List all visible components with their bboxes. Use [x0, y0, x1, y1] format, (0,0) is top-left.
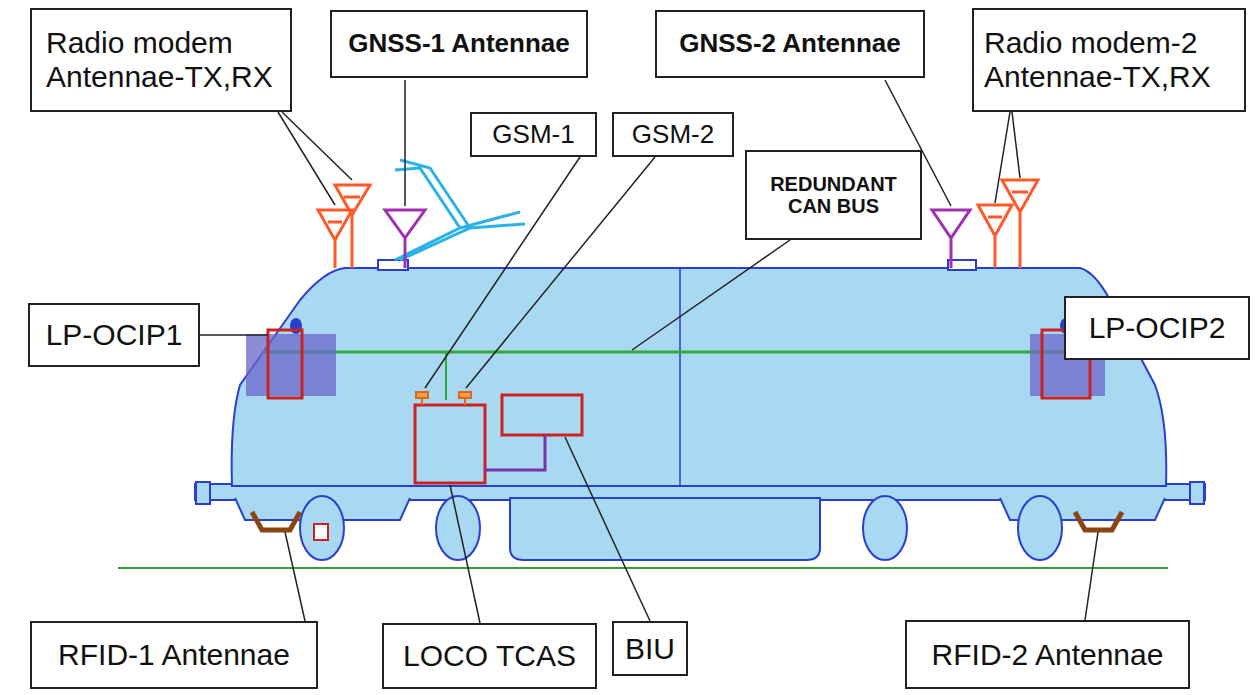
callout-box: Radio modem-2 Antennae-TX,RX — [972, 8, 1246, 112]
callout-label: GNSS-2 Antennae — [679, 29, 901, 58]
callout-box: RFID-1 Antennae — [30, 621, 318, 689]
callout-label: LP-OCIP1 — [46, 318, 183, 352]
callout-label: Radio modem-2 Antennae-TX,RX — [984, 26, 1234, 93]
callout-box: GSM-2 — [612, 112, 734, 157]
callout-label: REDUNDANT CAN BUS — [759, 173, 909, 218]
callout-label: Radio modem Antennae-TX,RX — [46, 26, 276, 93]
callout-label: GSM-1 — [492, 120, 574, 149]
callout-box: BIU — [612, 621, 688, 676]
callout-box: GNSS-2 Antennae — [655, 10, 925, 78]
callout-box: LOCO TCAS — [382, 623, 597, 689]
callout-label: LP-OCIP2 — [1089, 311, 1226, 345]
callout-box: GSM-1 — [470, 112, 597, 157]
callout-box: REDUNDANT CAN BUS — [745, 150, 922, 240]
callout-box: Radio modem Antennae-TX,RX — [30, 8, 292, 112]
callout-box: GNSS-1 Antennae — [330, 10, 588, 78]
callout-label: RFID-1 Antennae — [58, 638, 290, 672]
callout-label: LOCO TCAS — [403, 639, 576, 673]
callout-box: LP-OCIP2 — [1064, 296, 1250, 360]
callout-label: BIU — [625, 632, 675, 666]
callout-label: GNSS-1 Antennae — [348, 29, 570, 58]
callout-box: RFID-2 Antennae — [905, 620, 1190, 689]
callout-label: RFID-2 Antennae — [932, 638, 1164, 672]
callout-label: GSM-2 — [632, 120, 714, 149]
callout-box: LP-OCIP1 — [28, 303, 200, 367]
